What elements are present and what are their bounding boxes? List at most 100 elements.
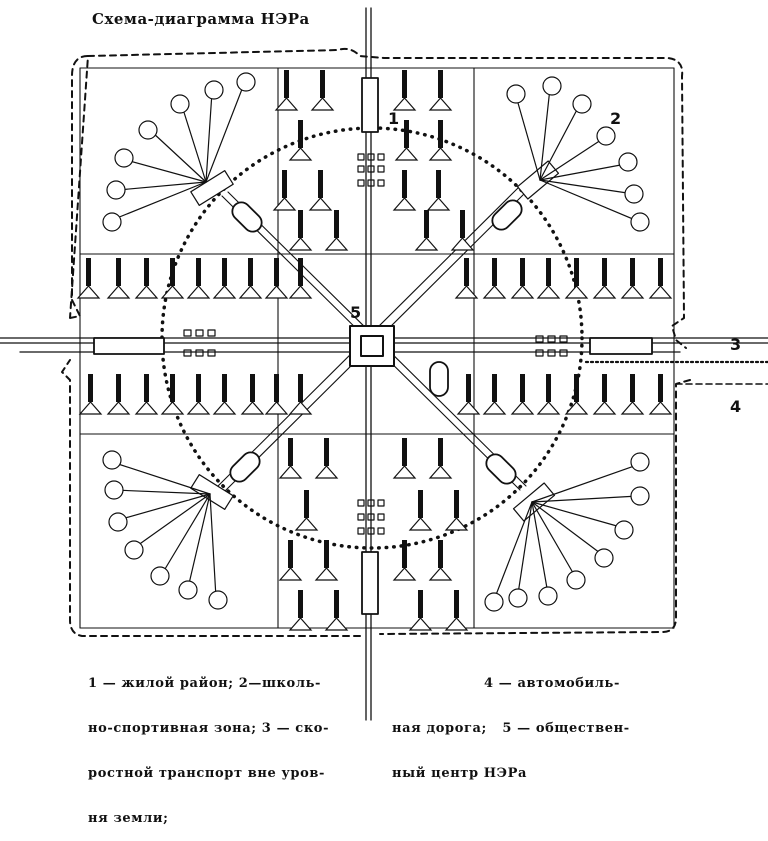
residential-building-bar: [334, 590, 339, 618]
residential-building-bar: [170, 374, 175, 402]
residential-building-base: [444, 517, 469, 531]
residential-building-base: [264, 285, 289, 299]
marker-4: 4: [730, 397, 741, 416]
residential-building-bar: [320, 70, 325, 98]
residential-building-bar: [298, 374, 303, 402]
legend-line: 4 — автомобиль-: [484, 676, 620, 691]
residential-building-bar: [288, 438, 293, 466]
residential-building-base: [186, 401, 211, 415]
residential-building-bar: [144, 258, 149, 286]
residential-building-bar: [418, 590, 423, 618]
residential-building-bar: [304, 490, 309, 518]
residential-building-base: [314, 567, 339, 581]
residential-building-bar: [196, 258, 201, 286]
residential-building-bar: [274, 374, 279, 402]
residential-building-bar: [630, 258, 635, 286]
residential-building-base: [288, 617, 313, 631]
residential-building-base: [294, 517, 319, 531]
residential-building-bar: [282, 170, 287, 198]
residential-building-base: [450, 237, 475, 251]
residential-building-bar: [658, 374, 663, 402]
residential-building-bar: [116, 374, 121, 402]
residential-building-base: [426, 197, 451, 211]
residential-building-base: [272, 197, 297, 211]
school-sports-zone-nw: [102, 72, 256, 232]
residential-building-base: [536, 401, 561, 415]
residential-building-bar: [602, 258, 607, 286]
residential-building-base: [106, 401, 131, 415]
residential-building-bar: [318, 170, 323, 198]
legend-line: ня земли;: [88, 811, 169, 826]
residential-building-bar: [438, 70, 443, 98]
transit-stations: [93, 77, 653, 615]
residential-building-base: [620, 401, 645, 415]
residential-building-base: [278, 567, 303, 581]
residential-building-base: [510, 285, 535, 299]
residential-building-bar: [402, 540, 407, 568]
diagonal-nodes: [229, 199, 523, 485]
residential-building-base: [408, 517, 433, 531]
residential-building-bar: [602, 374, 607, 402]
residential-building-base: [288, 237, 313, 251]
residential-building-base: [592, 285, 617, 299]
public-center: [349, 325, 395, 367]
residential-building-base: [134, 401, 159, 415]
residential-building-base: [278, 465, 303, 479]
residential-building-base: [392, 465, 417, 479]
residential-building-base: [76, 285, 101, 299]
marker-5: 5: [350, 303, 361, 322]
residential-building-bar: [402, 170, 407, 198]
residential-building-bar: [466, 374, 471, 402]
residential-building-bar: [284, 70, 289, 98]
residential-building-base: [392, 197, 417, 211]
residential-building-bar: [492, 374, 497, 402]
residential-building-bar: [298, 258, 303, 286]
residential-building-bar: [574, 374, 579, 402]
residential-building-bar: [404, 120, 409, 148]
residential-building-base: [264, 401, 289, 415]
residential-building-base: [510, 401, 535, 415]
residential-building-bar: [222, 258, 227, 286]
residential-building-bar: [144, 374, 149, 402]
residential-building-base: [324, 237, 349, 251]
residential-building-bar: [298, 210, 303, 238]
residential-building-bar: [454, 490, 459, 518]
residential-building-base: [414, 237, 439, 251]
legend-right: 4 — автомобиль- ная дорога; 5 — обществе…: [392, 646, 692, 796]
school-sports-zone-sw: [102, 450, 234, 610]
residential-building-bar: [88, 374, 93, 402]
legend-line: ростной транспорт вне уров-: [88, 766, 325, 781]
residential-building-base: [648, 285, 673, 299]
residential-building-base: [106, 285, 131, 299]
residential-building-base: [592, 401, 617, 415]
residential-building-base: [308, 197, 333, 211]
legend-left: 1 — жилой район; 2—школь- но-спортивная …: [88, 646, 358, 841]
residential-building-base: [310, 97, 335, 111]
residential-building-base: [392, 567, 417, 581]
residential-building-base: [482, 401, 507, 415]
residential-building-bar: [454, 590, 459, 618]
legend-line: ная дорога; 5 — обществен-: [392, 721, 630, 736]
small-blocks: [183, 153, 568, 535]
residential-building-base: [394, 147, 419, 161]
residential-building-base: [408, 617, 433, 631]
residential-building-bar: [402, 70, 407, 98]
residential-building-base: [428, 97, 453, 111]
residential-building-base: [134, 285, 159, 299]
school-sports-zone-se: [484, 452, 650, 612]
residential-building-base: [288, 285, 313, 299]
residential-building-base: [648, 401, 673, 415]
residential-building-base: [454, 285, 479, 299]
residential-building-bar: [492, 258, 497, 286]
residential-building-bar: [86, 258, 91, 286]
residential-building-bar: [546, 258, 551, 286]
residential-building-bar: [170, 258, 175, 286]
residential-buildings: [76, 70, 673, 631]
residential-building-bar: [324, 438, 329, 466]
residential-building-base: [456, 401, 481, 415]
diagram-title: Схема-диаграмма НЭРа: [92, 10, 310, 28]
residential-building-bar: [116, 258, 121, 286]
residential-building-bar: [460, 210, 465, 238]
residential-building-base: [324, 617, 349, 631]
legend-line: 1 — жилой район; 2—школь-: [88, 676, 321, 691]
